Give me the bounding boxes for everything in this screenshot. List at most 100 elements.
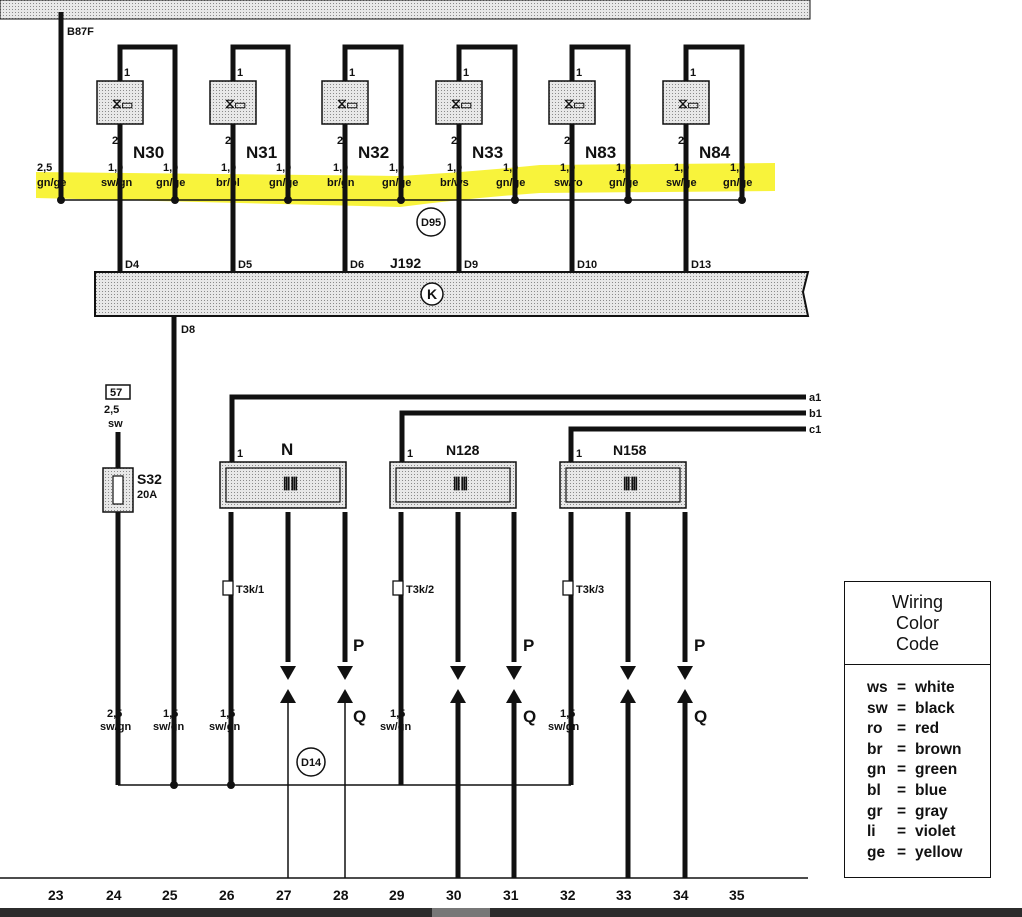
svg-text:1,0: 1,0 — [108, 162, 123, 174]
coil-label: N128 — [446, 442, 480, 458]
svg-text:2: 2 — [678, 135, 684, 147]
svg-text:⧖▭: ⧖▭ — [112, 95, 133, 111]
svg-text:2: 2 — [564, 135, 570, 147]
wiring-color-legend: Wiring Color Code ws=white sw=black ro=r… — [844, 581, 991, 878]
svg-text:sw/gn: sw/gn — [209, 721, 240, 733]
svg-text:⧖▭: ⧖▭ — [451, 95, 472, 111]
svg-text:⦀⦀: ⦀⦀ — [283, 475, 298, 494]
svg-text:28: 28 — [333, 887, 349, 903]
svg-text:1,0: 1,0 — [163, 162, 178, 174]
svg-text:D4: D4 — [125, 259, 140, 271]
injector-n30: ⧖▭ 1 2 N30 — [96, 44, 178, 200]
legend-row: li=violet — [867, 823, 956, 841]
svg-text:1,0: 1,0 — [560, 162, 575, 174]
b87f-label: B87F — [67, 26, 94, 38]
svg-text:br/bl: br/bl — [216, 177, 240, 189]
svg-text:1,0: 1,0 — [730, 162, 745, 174]
svg-text:gn/ge: gn/ge — [156, 177, 185, 189]
scrollbar-thumb[interactable] — [432, 908, 490, 917]
svg-text:1: 1 — [349, 67, 355, 79]
svg-text:gn/ge: gn/ge — [269, 177, 298, 189]
injector-label: N83 — [585, 143, 616, 162]
svg-text:57: 57 — [110, 387, 122, 399]
connector-arrows — [280, 666, 693, 703]
injector-n32: ⧖▭ 1 2 N32 — [321, 44, 404, 200]
signal-rails: a1 b1 c1 — [229, 392, 822, 462]
svg-text:D9: D9 — [464, 259, 478, 271]
svg-text:1,5: 1,5 — [390, 708, 405, 720]
injector-n33: ⧖▭ 1 2 N33 — [435, 44, 518, 200]
svg-text:sw/ro: sw/ro — [554, 177, 583, 189]
svg-text:1: 1 — [407, 448, 413, 460]
injector-label: N30 — [133, 143, 164, 162]
coil-label: N158 — [613, 442, 647, 458]
injector-label: N33 — [472, 143, 503, 162]
coil-label: N — [281, 440, 293, 459]
svg-text:D6: D6 — [350, 259, 364, 271]
svg-text:⧖▭: ⧖▭ — [564, 95, 585, 111]
injector-label: N84 — [699, 143, 731, 162]
svg-text:32: 32 — [560, 887, 576, 903]
coil-wires — [228, 512, 688, 785]
fuse-s32: 57 2,5 sw S32 20A — [102, 384, 162, 785]
svg-text:c1: c1 — [809, 424, 821, 436]
injector-group: ⧖▭ 1 2 N30 ⧖▭ 1 2 N31 ⧖▭ 1 2 N32 ⧖▭ 1 2 — [96, 44, 745, 200]
svg-text:1,0: 1,0 — [503, 162, 518, 174]
svg-text:⦀⦀: ⦀⦀ — [623, 475, 638, 494]
svg-text:1: 1 — [463, 67, 469, 79]
ecu-label: J192 — [390, 255, 421, 271]
top-strip — [0, 0, 811, 20]
svg-text:D10: D10 — [577, 259, 597, 271]
svg-text:gn/ge: gn/ge — [723, 177, 752, 189]
svg-text:⧖▭: ⧖▭ — [337, 95, 358, 111]
legend-row: ws=white — [867, 679, 955, 696]
svg-text:20A: 20A — [137, 489, 157, 501]
legend-rows: ws=white sw=black ro=red br=brown gn=gre… — [845, 665, 990, 864]
label-p-3: P — [694, 636, 705, 655]
svg-text:sw/gn: sw/gn — [380, 721, 411, 733]
label-p-1: P — [353, 636, 364, 655]
svg-text:S32: S32 — [137, 471, 162, 487]
svg-text:1,5: 1,5 — [560, 708, 575, 720]
label-p-2: P — [523, 636, 534, 655]
svg-text:1,0: 1,0 — [221, 162, 236, 174]
bottom-wire-labels: 2,5 sw/gn 1,5 sw/gn 1,5 sw/gn 1,5 sw/gn … — [100, 708, 579, 733]
svg-text:sw/ge: sw/ge — [666, 177, 697, 189]
svg-text:1,0: 1,0 — [276, 162, 291, 174]
svg-text:1: 1 — [237, 448, 243, 460]
svg-text:1,0: 1,0 — [333, 162, 348, 174]
svg-text:D95: D95 — [421, 217, 441, 229]
lower-wires — [287, 703, 688, 878]
svg-text:1,0: 1,0 — [389, 162, 404, 174]
svg-text:1,5: 1,5 — [220, 708, 235, 720]
svg-text:29: 29 — [389, 887, 405, 903]
injector-label: N32 — [358, 143, 389, 162]
coil-n158: ⦀⦀ 1 N158 — [559, 442, 687, 509]
injector-control-wires — [117, 200, 689, 272]
svg-text:1: 1 — [124, 67, 130, 79]
svg-text:⦀⦀: ⦀⦀ — [453, 475, 468, 494]
injector-n31: ⧖▭ 1 2 N31 — [209, 44, 291, 200]
svg-text:26: 26 — [219, 887, 235, 903]
svg-text:gn/ge: gn/ge — [496, 177, 525, 189]
splice-d95 — [416, 207, 446, 237]
ecu-pin-d8: D8 — [181, 324, 195, 336]
svg-text:gn/ge: gn/ge — [382, 177, 411, 189]
svg-text:23: 23 — [48, 887, 64, 903]
svg-text:2,5: 2,5 — [104, 404, 119, 416]
svg-text:1,5: 1,5 — [163, 708, 178, 720]
svg-text:K: K — [427, 286, 437, 302]
svg-text:sw/gn: sw/gn — [100, 721, 131, 733]
svg-text:25: 25 — [162, 887, 178, 903]
svg-text:1: 1 — [690, 67, 696, 79]
svg-text:D13: D13 — [691, 259, 711, 271]
svg-text:b1: b1 — [809, 408, 822, 420]
svg-text:1: 1 — [576, 67, 582, 79]
svg-text:sw/gn: sw/gn — [101, 177, 132, 189]
svg-text:2,5: 2,5 — [107, 708, 122, 720]
bottom-scrollbar[interactable] — [0, 908, 1022, 917]
track-numbers: 23 24 25 26 27 28 29 30 31 32 33 34 35 — [48, 887, 745, 903]
legend-row: bl=blue — [867, 781, 947, 799]
injector-n83: ⧖▭ 1 2 N83 — [548, 44, 631, 200]
